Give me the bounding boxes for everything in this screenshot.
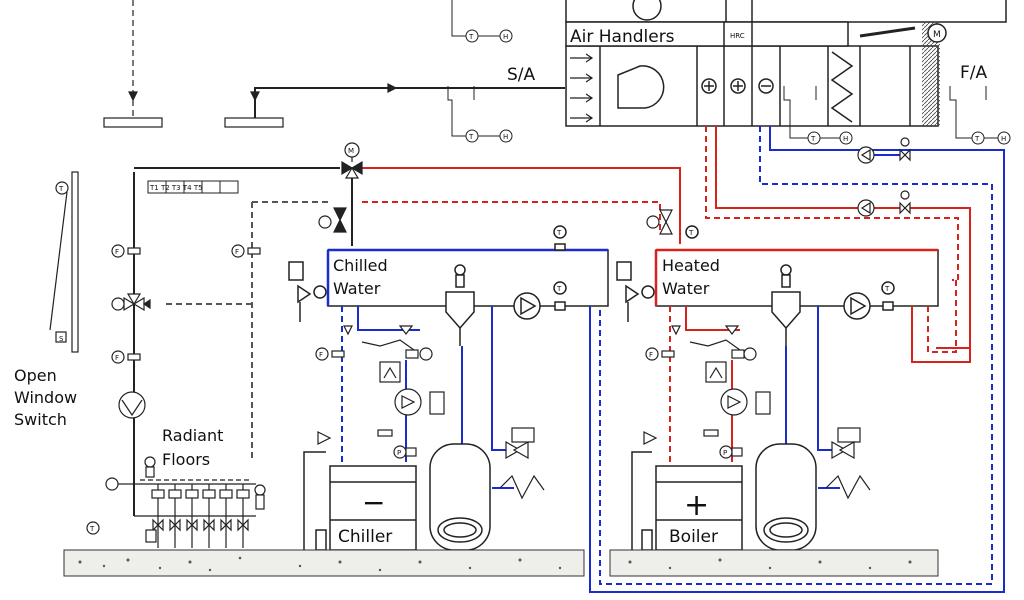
sensor-bracket-top [447,0,1011,145]
chilled-valves [315,325,545,500]
temp-sensor-label: T [58,185,64,193]
sensor-strip-label: T1 T2 T3 T4 T5 [149,184,203,192]
flow-sensor-label: F [319,351,323,359]
sensor-strip [147,180,239,194]
chilled-water-label-1: Chilled [333,256,388,275]
temp-sensor-label: T [810,135,816,143]
humidity-sensor-label: H [503,133,508,141]
radiant-label-2: Floors [162,450,210,469]
heated-water-label-1: Heated [662,256,720,275]
coil-pump-heated [857,190,911,217]
pressure-sensor-label: P [397,449,401,457]
radiant-manifold [86,456,266,548]
heated-valves [643,325,871,500]
temp-sensor-label: T [556,229,562,237]
humidity-sensor-label: H [1001,135,1006,143]
open-window-label-2: Window [14,388,77,407]
heated-water-tank [616,225,939,346]
chiller-label: Chiller [338,527,392,547]
damper-motor-label: M [933,30,941,40]
ground-slab-right [609,549,939,577]
boiler-label: Boiler [669,527,718,547]
flow-sensor-label: F [115,248,119,256]
chilled-water-label-2: Water [333,279,381,298]
radiant-label-1: Radiant [162,426,223,445]
open-window-switch [49,171,79,353]
air-handlers-label: Air Handlers [570,27,675,47]
sa-label: S/A [507,65,536,85]
hrc-label: HRC [730,32,745,40]
temp-sensor-label: T [468,33,474,41]
air-handler-unit [565,0,1007,127]
humidity-sensor-label: H [843,135,848,143]
valve-motor-label: M [348,147,354,155]
flow-sensor-label: F [235,248,239,256]
chilled-water-tank [288,225,609,346]
supply-headers [133,167,681,516]
heated-water-piping [669,280,971,489]
temp-sensor-label: T [468,133,474,141]
boiler-sign: + [684,488,709,523]
open-window-label-1: Open [14,366,57,385]
flow-sensor-label: F [115,354,119,362]
flow-sensor-label: F [649,351,653,359]
humidity-sensor-label: H [503,33,508,41]
ground-slab-left [63,549,585,577]
temp-sensor-label: T [89,525,95,533]
heated-water-label-2: Water [662,279,710,298]
temp-sensor-label: T [884,285,890,293]
coil-pump-chilled [857,137,911,164]
chiller-sign: − [362,486,385,519]
radiant-loop-left [111,244,261,419]
temp-sensor-label: T [688,229,694,237]
mixing-valve-mid [318,207,347,233]
temp-sensor-label: T [974,135,980,143]
chiller-unit [303,443,491,551]
ceiling-diffuser-left [103,0,163,128]
pressure-sensor-label: P [723,449,727,457]
ceiling-diffuser-right [224,83,565,128]
boiler-unit [631,443,817,551]
mixing-valve-top [341,142,363,179]
fa-label: F/A [960,63,988,83]
temp-sensor-label: T [556,285,562,293]
open-window-label-3: Switch [14,410,67,429]
switch-label: S [59,335,64,343]
